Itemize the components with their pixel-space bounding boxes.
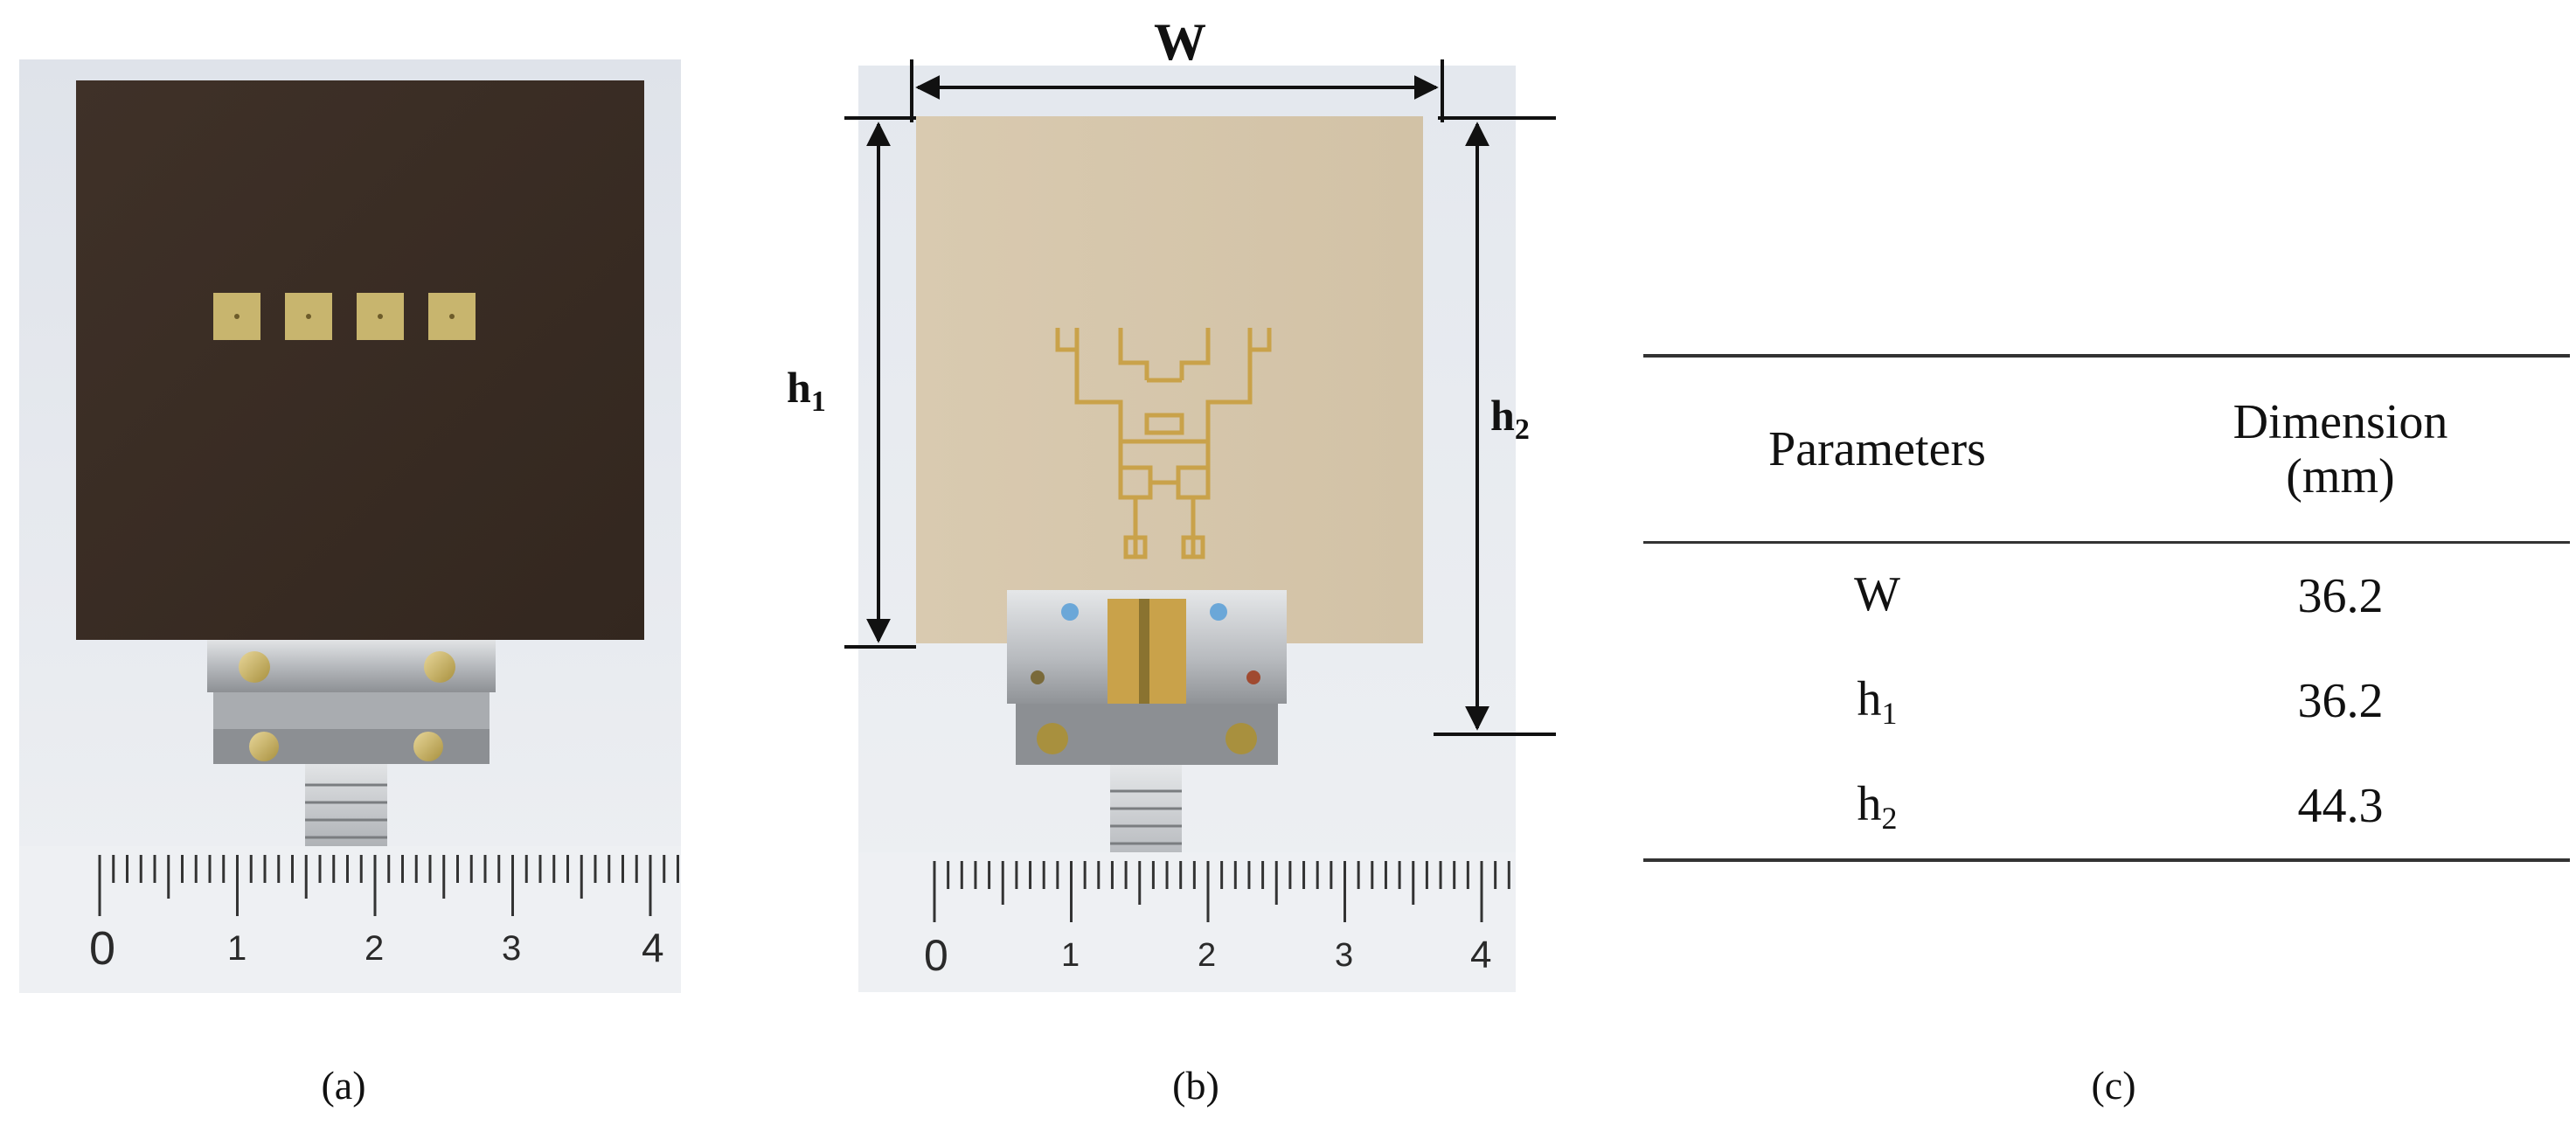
patch-array bbox=[213, 293, 476, 340]
caption-a: (a) bbox=[321, 1063, 366, 1108]
param-cell: h2 bbox=[1857, 776, 1898, 836]
ruler-a-label-1: 1 bbox=[227, 929, 246, 968]
param-cell: W bbox=[1854, 566, 1900, 622]
h1-label: h1 bbox=[787, 363, 826, 418]
ruler-b-label-3: 3 bbox=[1335, 937, 1353, 974]
ruler-a-label-3: 3 bbox=[502, 929, 521, 968]
param-cell: h1 bbox=[1857, 671, 1898, 731]
ruler-b-label-0: 0 bbox=[924, 931, 948, 980]
caption-c: (c) bbox=[2091, 1063, 2136, 1108]
photo-b-svg: 0 1 2 3 4 bbox=[858, 66, 1516, 992]
ruler-b bbox=[858, 852, 1516, 992]
table-header-row: Parameters Dimension (mm) bbox=[1643, 356, 2570, 543]
ruler-a-label-2: 2 bbox=[365, 929, 384, 968]
header-dimension: Dimension (mm) bbox=[2232, 395, 2448, 503]
header-parameters: Parameters bbox=[1768, 422, 1986, 476]
dark-substrate bbox=[76, 80, 644, 640]
dimension-annotations: W h1 h2 bbox=[787, 13, 1556, 736]
table-row: h2 44.3 bbox=[1643, 754, 2570, 860]
ruler-a-label-0: 0 bbox=[89, 922, 115, 975]
w-label: W bbox=[1154, 13, 1206, 71]
ruler-a bbox=[19, 846, 681, 993]
ruler-b-label-1: 1 bbox=[1061, 937, 1080, 974]
ruler-b-label-2: 2 bbox=[1198, 937, 1216, 974]
photo-b-antenna-back: 0 1 2 3 4 bbox=[858, 66, 1516, 992]
value-cell: 36.2 bbox=[2297, 674, 2384, 728]
photo-a-svg: 0 1 2 3 4 bbox=[19, 59, 681, 993]
feed-network bbox=[1055, 328, 1272, 559]
value-cell: 44.3 bbox=[2297, 779, 2384, 833]
caption-b: (b) bbox=[1172, 1063, 1219, 1108]
parameters-table: Parameters Dimension (mm) W 36.2 h1 36.2… bbox=[1643, 354, 2570, 862]
value-cell: 36.2 bbox=[2297, 569, 2384, 623]
table-row: W 36.2 bbox=[1643, 543, 2570, 649]
ruler-a-label-4: 4 bbox=[642, 925, 664, 970]
h2-label: h2 bbox=[1490, 391, 1530, 446]
ruler-b-label-4: 4 bbox=[1470, 934, 1491, 976]
table-row: h1 36.2 bbox=[1643, 649, 2570, 754]
photo-a-antenna-front: 0 1 2 3 4 bbox=[19, 59, 681, 993]
